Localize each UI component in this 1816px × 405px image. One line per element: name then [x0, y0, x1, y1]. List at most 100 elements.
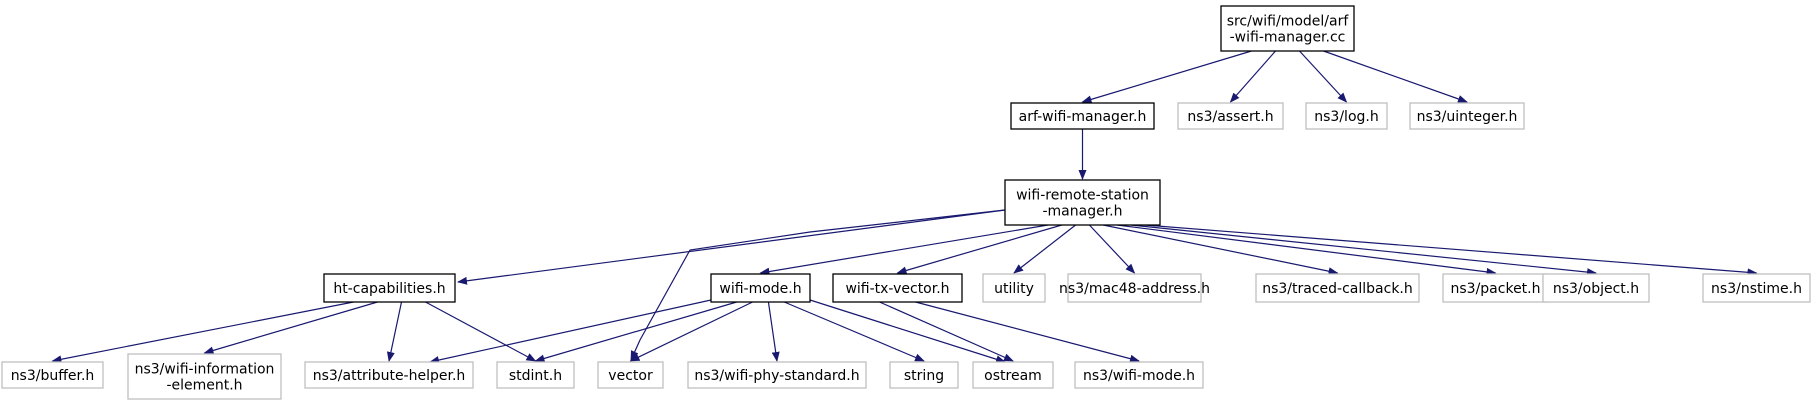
edge-htcap-to-stdint — [425, 301, 537, 362]
node-assert: ns3/assert.h — [1177, 102, 1284, 130]
edge-arf_cc-to-assert — [1229, 50, 1276, 103]
node-label: ns3/wifi-information — [135, 362, 275, 378]
node-box — [1442, 273, 1549, 303]
node-label: src/wifi/model/arf — [1227, 14, 1350, 30]
node-label: ns3/attribute-helper.h — [313, 368, 466, 384]
edges — [51, 50, 1758, 364]
node-label: -wifi-manager.cc — [1230, 30, 1346, 46]
node-box — [687, 361, 867, 389]
node-string: string — [889, 361, 959, 389]
node-box — [1409, 102, 1525, 130]
node-box — [972, 361, 1054, 389]
node-label: ns3/assert.h — [1187, 109, 1273, 125]
node-box — [1067, 273, 1202, 303]
node-label: ns3/wifi-mode.h — [1083, 368, 1195, 384]
edge-wrsm-to-vector — [630, 209, 1006, 361]
node-box — [1004, 179, 1161, 226]
node-box — [1702, 273, 1811, 303]
edge-htcap-to-attr — [386, 301, 403, 362]
node-box — [304, 361, 474, 389]
nodes: src/wifi/model/arf-wifi-manager.cc arf-wi… — [1, 5, 1811, 400]
node-label: ns3/mac48-address.h — [1059, 281, 1210, 297]
node-label: utility — [994, 281, 1034, 297]
node-label: ns3/nstime.h — [1711, 281, 1802, 297]
node-label: ostream — [984, 368, 1042, 384]
node-box — [889, 361, 959, 389]
node-wrsm[interactable]: wifi-remote-station-manager.h — [1004, 179, 1161, 226]
node-box — [597, 361, 664, 389]
node-utility: utility — [982, 273, 1046, 303]
node-object: ns3/object.h — [1542, 273, 1650, 303]
edge-wrsm-to-wtxv — [896, 224, 1063, 275]
node-label: ht-capabilities.h — [333, 281, 445, 297]
node-box — [323, 273, 456, 303]
edge-htcap-to-wie — [203, 301, 378, 355]
node-label: stdint.h — [509, 368, 562, 384]
node-label: ns3/uinteger.h — [1417, 109, 1518, 125]
edge-wrsm-to-mac48 — [1088, 224, 1136, 274]
edge-wrsm-to-packet — [1116, 224, 1497, 276]
node-packet: ns3/packet.h — [1442, 273, 1549, 303]
node-label: -manager.h — [1042, 204, 1122, 220]
edge-wmode-to-phystd — [767, 301, 780, 362]
edge-wrsm-to-traced — [1103, 224, 1339, 276]
node-uinteger: ns3/uinteger.h — [1409, 102, 1525, 130]
node-label: ns3/log.h — [1314, 109, 1378, 125]
edge-arf_cc-to-arf_h — [1081, 50, 1252, 104]
edge-wmode-to-string — [784, 301, 925, 362]
node-label: wifi-mode.h — [719, 281, 801, 297]
node-ostream: ostream — [972, 361, 1054, 389]
node-label: wifi-remote-station — [1016, 188, 1149, 204]
node-box — [1542, 273, 1650, 303]
edge-htcap-to-buffer — [51, 301, 354, 364]
node-label: wifi-tx-vector.h — [845, 281, 949, 297]
node-wmode[interactable]: wifi-mode.h — [710, 273, 811, 303]
node-traced: ns3/traced-callback.h — [1255, 273, 1420, 303]
edge-wrsm-to-utility — [1013, 224, 1076, 274]
edge-arf_cc-to-log — [1299, 50, 1348, 103]
node-label: ns3/packet.h — [1451, 281, 1541, 297]
node-log: ns3/log.h — [1305, 102, 1388, 130]
node-label: ns3/object.h — [1553, 281, 1639, 297]
node-box — [496, 361, 575, 389]
node-buffer: ns3/buffer.h — [1, 361, 104, 389]
edge-wrsm-to-wmode — [759, 224, 1049, 276]
edge-wrsm-to-object — [1130, 224, 1597, 277]
node-box — [982, 273, 1046, 303]
edge-wtxv-to-ostream — [879, 301, 1014, 362]
node-box — [1305, 102, 1388, 130]
node-box — [127, 353, 282, 400]
node-wtxv[interactable]: wifi-tx-vector.h — [832, 273, 963, 303]
node-label: ns3/wifi-phy-standard.h — [694, 368, 859, 384]
node-label: arf-wifi-manager.h — [1019, 109, 1147, 125]
edge-wmode-to-ostream — [809, 299, 1006, 364]
node-arf_cc[interactable]: src/wifi/model/arf-wifi-manager.cc — [1220, 5, 1355, 52]
node-vector: vector — [597, 361, 664, 389]
node-box — [1074, 361, 1204, 389]
node-box — [1177, 102, 1284, 130]
node-box — [710, 273, 811, 303]
node-label: ns3/buffer.h — [11, 368, 95, 384]
node-ns3wmode: ns3/wifi-mode.h — [1074, 361, 1204, 389]
node-htcap[interactable]: ht-capabilities.h — [323, 273, 456, 303]
edge-wmode-to-stdint — [534, 301, 737, 363]
node-label: ns3/traced-callback.h — [1262, 281, 1413, 297]
edge-wtxv-to-ns3wmode — [915, 301, 1140, 363]
node-box — [1, 361, 104, 389]
node-stdint: stdint.h — [496, 361, 575, 389]
node-arf_h[interactable]: arf-wifi-manager.h — [1010, 102, 1155, 130]
edge-wrsm-to-nstime — [1144, 224, 1758, 277]
edge-arf_cc-to-uinteger — [1323, 50, 1468, 103]
node-box — [1010, 102, 1155, 130]
edge-wrsm-to-htcap — [457, 209, 1006, 285]
node-attr: ns3/attribute-helper.h — [304, 361, 474, 389]
node-label: -element.h — [166, 378, 242, 394]
node-wie: ns3/wifi-information-element.h — [127, 353, 282, 400]
edge-wmode-to-attr — [429, 299, 712, 364]
node-nstime: ns3/nstime.h — [1702, 273, 1811, 303]
node-mac48: ns3/mac48-address.h — [1059, 273, 1210, 303]
edge-wmode-to-vector — [629, 301, 753, 362]
node-phystd: ns3/wifi-phy-standard.h — [687, 361, 867, 389]
node-box — [1255, 273, 1420, 303]
